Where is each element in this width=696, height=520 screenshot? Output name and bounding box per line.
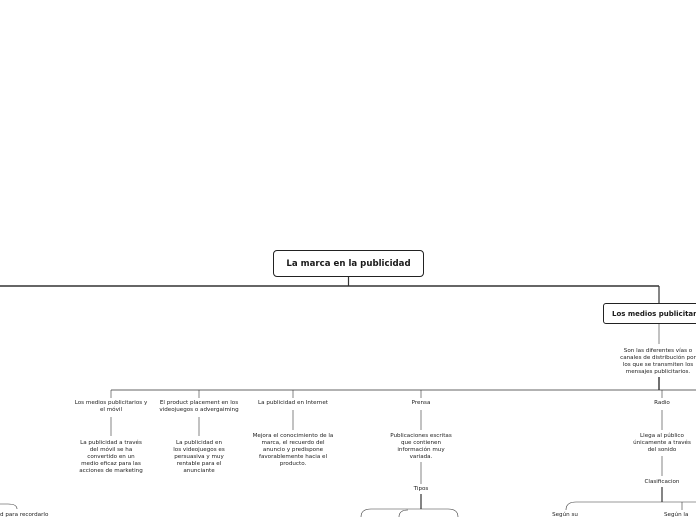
cut-node-segun-la[interactable]: Según la — [664, 512, 689, 518]
branch-detail-internet[interactable]: Mejora el conocimiento de la marca, el r… — [252, 433, 334, 467]
branch-detail-movil[interactable]: La publicidad a través del móvil se ha c… — [79, 440, 143, 474]
main-topic-label: Los medios publicitar — [612, 309, 696, 318]
branch-detail-videojuegos[interactable]: La publicidad en los videojuegos es pers… — [173, 440, 225, 474]
branch-title-movil[interactable]: Los medios publicitarios y el móvil — [74, 400, 148, 413]
branch-detail-radio[interactable]: Llega al público únicamente a través del… — [633, 433, 691, 453]
prensa-sub-tipos[interactable]: Tipos — [413, 486, 429, 492]
cut-node-segun-su[interactable]: Según su — [552, 512, 578, 518]
main-topic[interactable]: Los medios publicitar — [603, 303, 696, 324]
main-topic-description[interactable]: Son las diferentes vías o canales de dis… — [620, 348, 696, 375]
central-topic-label: La marca en la publicidad — [286, 258, 411, 269]
branch-title-videojuegos[interactable]: El product placement en los videojuegos … — [159, 400, 239, 413]
branch-detail-prensa[interactable]: Publicaciones escritas que contienen inf… — [390, 433, 452, 460]
branch-title-radio[interactable]: Radio — [654, 400, 670, 406]
branch-title-internet[interactable]: La publicidad en Internet — [258, 400, 328, 406]
central-topic[interactable]: La marca en la publicidad — [273, 250, 424, 277]
radio-sub-clasificacion[interactable]: Clasificacion — [644, 479, 680, 485]
cut-node-left[interactable]: d para recordarlo — [0, 512, 49, 518]
branch-title-prensa[interactable]: Prensa — [411, 400, 431, 406]
